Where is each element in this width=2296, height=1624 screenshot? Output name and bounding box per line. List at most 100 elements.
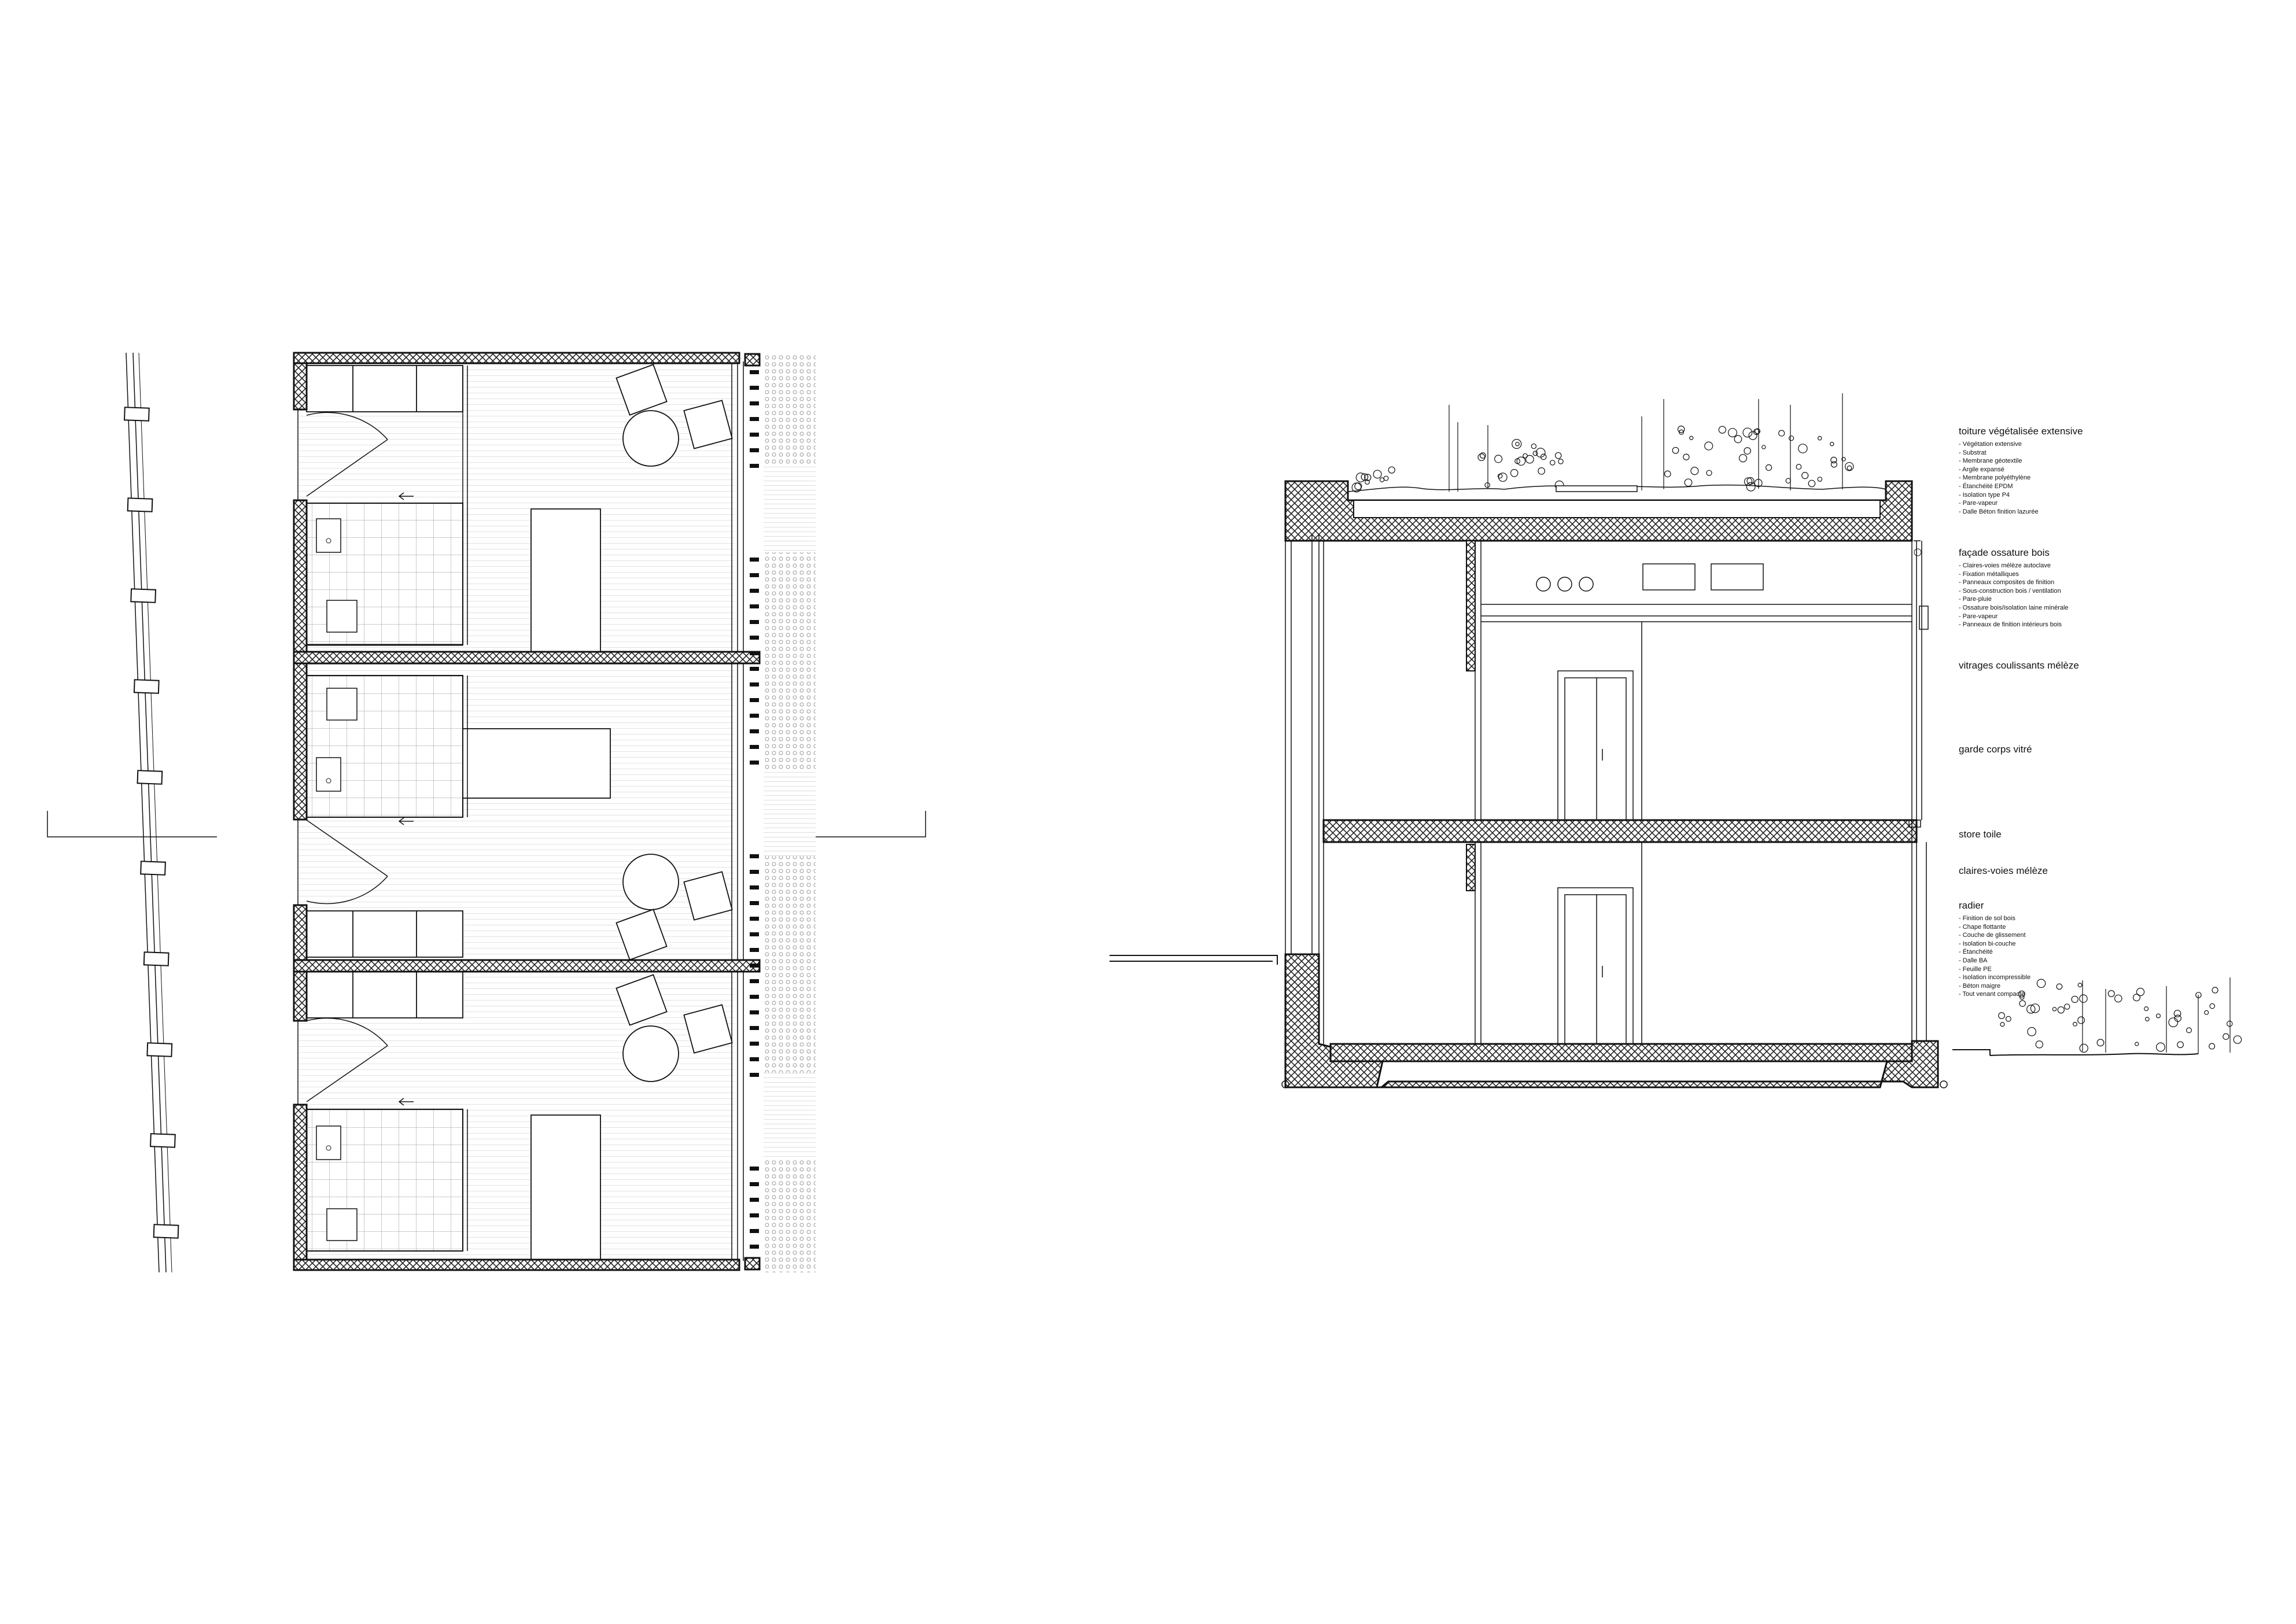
plant-leaf [2132, 994, 2140, 1002]
plant-leaf [2064, 1003, 2070, 1010]
plant-leaf [1498, 473, 1508, 482]
plant-leaf [1677, 425, 1685, 433]
bathroom [306, 503, 463, 646]
legend-group-blind: store toile [1959, 828, 2283, 843]
floor-slab [1322, 819, 1918, 843]
legend-item: - Pare-vapeur [1959, 612, 1998, 620]
slat-tick [750, 995, 759, 999]
paving-block [764, 1160, 816, 1272]
slat-tick [750, 589, 759, 593]
plant-leaf [1755, 428, 1761, 434]
plant-leaf [1531, 443, 1537, 449]
slat-tick [750, 370, 759, 374]
legend-item: - Végétation extensive [1959, 441, 2022, 448]
slat-tick [750, 948, 759, 952]
plant-leaf [1830, 442, 1834, 446]
structural-walls [293, 352, 761, 1271]
facade-slat [137, 770, 163, 785]
door-swing [306, 412, 388, 1102]
legend-title: vitrages coulissants mélèze [1959, 660, 2079, 671]
slat-tick [750, 1010, 759, 1014]
plant-leaf [1664, 470, 1671, 478]
plant-leaf [1808, 479, 1816, 488]
plant-leaf [2036, 979, 2046, 988]
plant-leaf [2144, 1006, 2149, 1012]
plant-leaf [2173, 1010, 2181, 1017]
slat-tick [750, 870, 759, 874]
table-with-chairs [616, 364, 733, 467]
plant-leaf [2233, 1035, 2242, 1044]
legend-item: - Feuille PE [1959, 965, 1992, 973]
plant-leaf [1538, 467, 1546, 475]
plant-leaf [1516, 456, 1526, 466]
plant-leaf [2056, 983, 2063, 990]
legend-item: - Dalle Béton finition lazurée [1959, 508, 2039, 515]
plant-leaf [1479, 452, 1486, 459]
plant-leaf [1753, 429, 1760, 435]
plant-leaf [1706, 470, 1712, 476]
glazed-facade [1908, 540, 1929, 1044]
plant-leaf [2019, 994, 2025, 1000]
plant-leaf [2079, 994, 2088, 1003]
slat-tick [750, 745, 759, 749]
plant-leaf [1365, 479, 1370, 485]
plant-leaf [1477, 453, 1486, 462]
slat-tick [750, 620, 759, 624]
plant-leaf [2135, 1042, 2139, 1046]
slat-tick [750, 573, 759, 577]
plant-leaf [1728, 428, 1738, 438]
slat-tick [750, 636, 759, 640]
plant-leaf [1817, 435, 1822, 441]
plant-leaf [1817, 477, 1823, 482]
plant-leaf [1525, 455, 1534, 464]
bed [462, 728, 611, 799]
facade-slat [143, 951, 169, 966]
legend-item: - Substrat [1959, 449, 1987, 456]
plant-leaf [1845, 462, 1854, 471]
roof-slab [1284, 480, 1913, 542]
slat-tick [750, 964, 759, 968]
plant-leaf [2155, 1013, 2161, 1018]
plant-leaf [2005, 1016, 2011, 1022]
bathroom [306, 1109, 463, 1252]
legend-item: - Panneaux composites de finition [1959, 579, 2055, 586]
plant-leaf [1558, 459, 1564, 464]
slat-tick [750, 558, 759, 562]
legend-group-facade: façade ossature bois - Claires-voies mél… [1959, 547, 2283, 629]
ground-line [1110, 955, 2199, 1056]
facade-slat [127, 497, 153, 512]
paving-block [764, 856, 816, 1073]
slat-tick [750, 417, 759, 421]
plant-leaf [1734, 435, 1742, 444]
legend-item: - Dalle BA [1959, 957, 1988, 964]
slat-tick [750, 885, 759, 889]
plant-leaf [2071, 995, 2078, 1003]
legend-item: - Chape flottante [1959, 923, 2006, 931]
exterior-wall [1285, 535, 1324, 1067]
plant-leaf [2000, 1022, 2005, 1027]
legend-item: - Isolation incompressible [1959, 974, 2031, 981]
plant-leaf [1689, 435, 1694, 440]
building-section [1110, 393, 2242, 1088]
plant-leaf [1512, 439, 1522, 449]
plant-leaf [1354, 482, 1362, 490]
slat-tick [750, 448, 759, 452]
plant-leaf [1830, 461, 1838, 468]
legend-item: - Étanchéité [1959, 948, 1993, 956]
plant-leaf [1742, 427, 1753, 438]
plant-leaf [2107, 990, 2115, 998]
bathroom [306, 675, 463, 818]
plant-leaf [2155, 1042, 2165, 1052]
legend-group-guardrail: garde corps vitré [1959, 743, 2283, 758]
slat-tick [750, 433, 759, 437]
plant-leaf [1785, 478, 1792, 484]
slat-tick [750, 1213, 759, 1217]
legend-item: - Membrane polyéthylène [1959, 474, 2031, 482]
plant-leaf [1830, 456, 1837, 464]
legend-item: - Fixation métalliques [1959, 570, 2019, 578]
plant-leaf [2027, 1027, 2037, 1036]
facade-slat [140, 861, 166, 876]
plant-leaf [2018, 990, 2025, 998]
plant-leaf [2019, 1000, 2026, 1007]
slat-tick [750, 1229, 759, 1233]
